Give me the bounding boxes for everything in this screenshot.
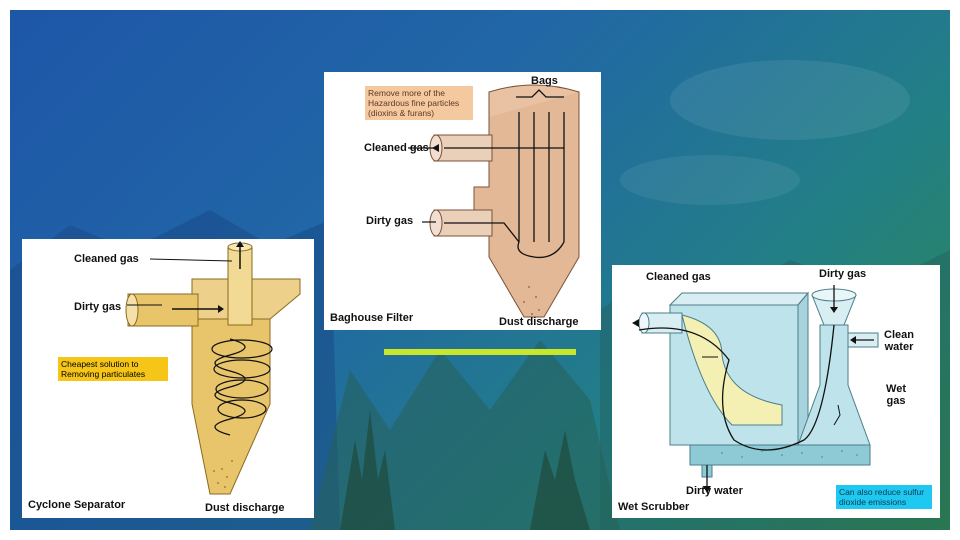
baghouse-bags-label: Bags [531, 75, 558, 87]
cyclone-title: Cyclone Separator [28, 499, 125, 511]
cyclone-separator-panel: Cleaned gas Dirty gas Cheapest solution … [22, 239, 314, 518]
scrubber-wet-gas-label: Wet gas [882, 383, 910, 407]
baghouse-dirty-gas-label: Dirty gas [366, 215, 413, 227]
scrubber-clean-water-label: Clean water [880, 329, 918, 353]
scrubber-cleaned-gas-label: Cleaned gas [646, 271, 711, 283]
baghouse-cleaned-gas-label: Cleaned gas [364, 142, 429, 154]
accent-divider [384, 349, 576, 355]
cyclone-dust-discharge-label: Dust discharge [205, 502, 284, 514]
cyclone-cleaned-gas-label: Cleaned gas [74, 253, 139, 265]
cyclone-dirty-gas-label: Dirty gas [74, 301, 121, 313]
scrubber-title: Wet Scrubber [618, 501, 689, 513]
cyclone-note: Cheapest solution to Removing particulat… [58, 357, 168, 381]
baghouse-filter-panel: Remove more of the Hazardous fine partic… [324, 72, 601, 330]
scrubber-note: Can also reduce sulfur dioxide emissions [836, 485, 932, 509]
wet-scrubber-panel: Cleaned gas Dirty gas Clean water Wet ga… [612, 265, 940, 518]
baghouse-note: Remove more of the Hazardous fine partic… [365, 86, 473, 120]
scrubber-dirty-gas-label: Dirty gas [819, 268, 866, 280]
baghouse-title: Baghouse Filter [330, 312, 413, 324]
baghouse-dust-discharge-label: Dust discharge [499, 316, 578, 328]
scrubber-dirty-water-label: Dirty water [686, 485, 743, 497]
